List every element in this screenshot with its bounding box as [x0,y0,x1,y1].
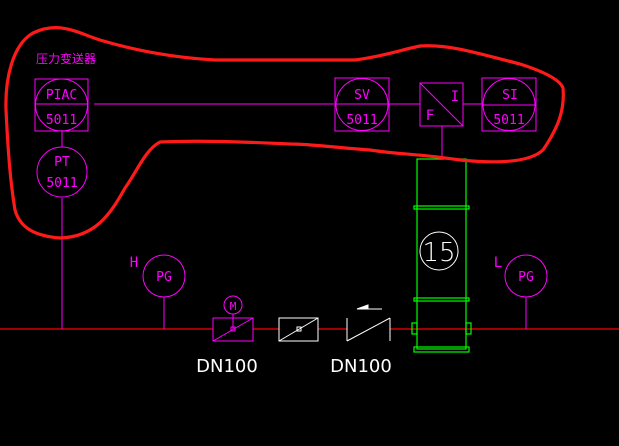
converter-output-label: I [451,89,459,105]
pg-low-side-label: L [494,255,502,271]
check-valve[interactable] [346,304,391,342]
instrument-si[interactable]: SI 5011 [481,77,537,132]
pressure-gauge-high[interactable]: PG H [130,254,186,298]
sv-loop: 5011 [346,113,377,128]
filter-equipment[interactable]: 15 [411,158,472,353]
piac-loop: 5011 [46,113,77,128]
motor-actuator-icon [223,295,243,315]
si-loop: 5011 [493,113,524,128]
motor-valve-size-label: DN100 [196,356,258,377]
equipment-number: 15 [422,238,455,268]
annotation-label: 压力变送器 [36,51,96,66]
pressure-gauge-low[interactable]: PG L [494,254,548,298]
equipment-number-bubble [419,231,459,271]
signal-lines [61,103,527,329]
instrument-pt[interactable]: PT 5011 [36,146,88,198]
pg-high-side-label: H [130,255,138,271]
pg-low-tag: PG [518,270,534,285]
check-valve-size-label: DN100 [330,356,392,377]
pt-tag: PT [54,155,70,170]
pg-high-tag: PG [156,270,172,285]
flow-direction-arrow-icon [356,304,369,310]
motor-operated-valve[interactable]: M [212,295,254,342]
piac-tag: PIAC [46,88,77,103]
converter-input-label: F [426,108,434,124]
si-tag: SI [502,88,518,103]
butterfly-valve[interactable] [278,317,319,342]
pt-loop: 5011 [46,176,77,191]
instrument-piac[interactable]: PIAC 5011 [34,78,89,132]
instrument-sv[interactable]: SV 5011 [334,77,390,132]
motor-actuator-label: M [230,300,237,313]
revision-cloud-markup [4,26,565,240]
sv-tag: SV [354,88,370,103]
converter-f-to-i[interactable]: F I [419,82,464,127]
